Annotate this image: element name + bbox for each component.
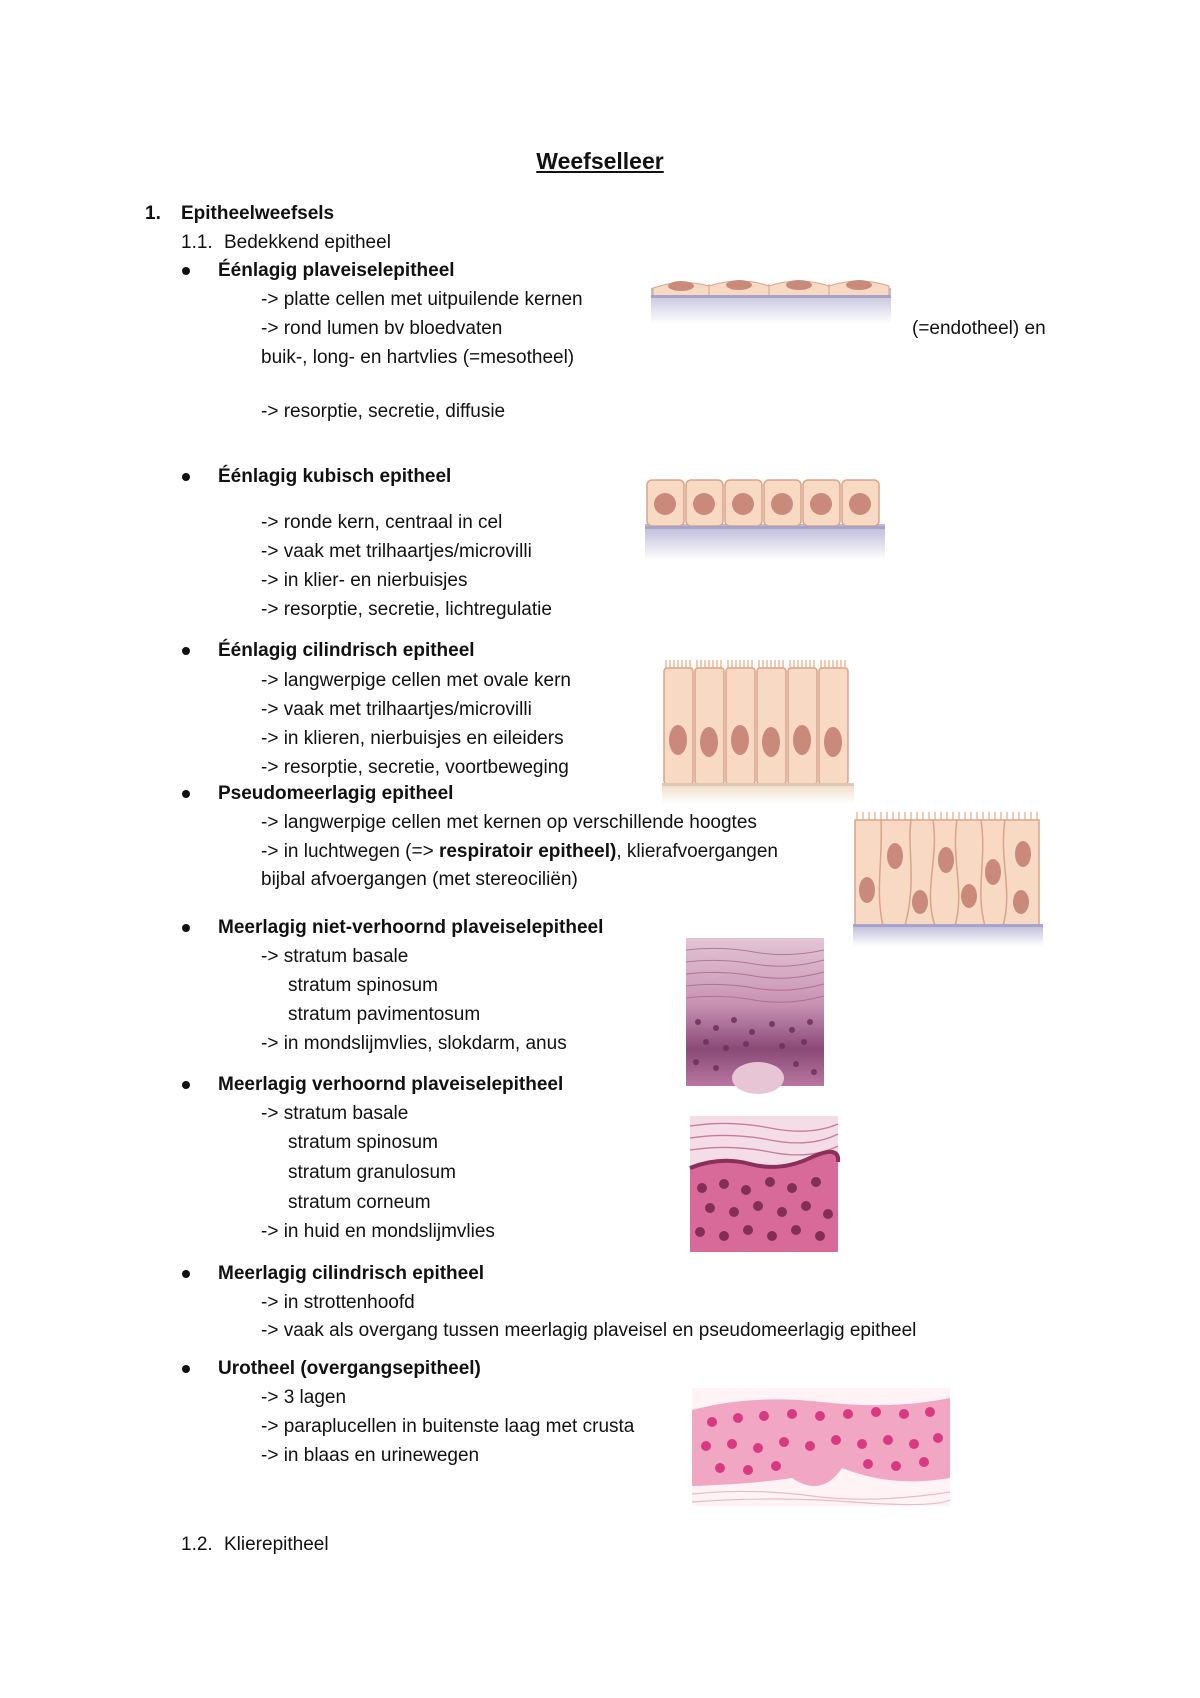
item-line: -> stratum basale bbox=[261, 946, 409, 967]
item-line: -> rond lumen bv bloedvaten bbox=[261, 318, 503, 339]
item-text: -> in luchtwegen (=> bbox=[261, 841, 439, 862]
item-line: -> in huid en mondslijmvlies bbox=[261, 1221, 495, 1242]
item-line: -> platte cellen met uitpuilende kernen bbox=[261, 289, 583, 310]
item-line: -> in klier- en nierbuisjes bbox=[261, 570, 468, 591]
page-title: Weefselleer bbox=[536, 148, 664, 174]
subsection-number: 1.2. bbox=[181, 1534, 213, 1555]
bullet bbox=[182, 1081, 190, 1089]
item-heading: Urotheel (overgangsepitheel) bbox=[218, 1358, 481, 1379]
item-heading: Meerlagig cilindrisch epitheel bbox=[218, 1263, 485, 1284]
item-line: -> vaak met trilhaartjes/microvilli bbox=[261, 541, 532, 562]
item-line: -> vaak als overgang tussen meerlagig pl… bbox=[261, 1320, 917, 1341]
item-line: bijbal afvoergangen (met stereociliën) bbox=[261, 869, 578, 890]
item-line: stratum spinosum bbox=[288, 1132, 438, 1153]
bullet bbox=[182, 647, 190, 655]
bullet bbox=[182, 1270, 190, 1278]
item-line: (=endotheel) en bbox=[912, 318, 1046, 339]
subsection-heading: Klierepitheel bbox=[224, 1534, 329, 1555]
item-line: stratum pavimentosum bbox=[288, 1004, 481, 1025]
item-line: -> 3 lagen bbox=[261, 1387, 347, 1408]
bullet bbox=[182, 267, 190, 275]
item-line: stratum corneum bbox=[288, 1192, 431, 1213]
item-line: -> in mondslijmvlies, slokdarm, anus bbox=[261, 1033, 567, 1054]
item-line: -> resorptie, secretie, diffusie bbox=[261, 401, 506, 422]
item-line: -> in klieren, nierbuisjes en eileiders bbox=[261, 728, 564, 749]
item-heading: Meerlagig verhoornd plaveiselepitheel bbox=[218, 1074, 564, 1095]
pseudostratified-illustration bbox=[853, 812, 1043, 946]
simple-squamous-illustration bbox=[651, 280, 891, 324]
stratified-keratinized-micrograph bbox=[689, 1116, 841, 1252]
item-line-composite: -> in luchtwegen (=> respiratoir epithee… bbox=[261, 840, 778, 864]
subsection-number: 1.1. bbox=[181, 232, 213, 253]
subsection-heading: Bedekkend epitheel bbox=[224, 232, 391, 253]
item-heading: Éénlagig cilindrisch epitheel bbox=[218, 640, 475, 661]
item-line: stratum granulosum bbox=[288, 1162, 456, 1183]
item-heading: Éénlagig kubisch epitheel bbox=[218, 466, 452, 487]
item-line: -> in blaas en urinewegen bbox=[261, 1445, 480, 1466]
item-line: -> langwerpige cellen met kernen op vers… bbox=[261, 812, 757, 833]
item-line: buik-, long- en hartvlies (=mesotheel) bbox=[261, 347, 575, 368]
simple-columnar-illustration bbox=[662, 660, 854, 804]
item-text-bold: respiratoir epitheel) bbox=[438, 841, 617, 862]
item-text: , klierafvoergangen bbox=[616, 841, 778, 862]
simple-cuboidal-illustration bbox=[645, 479, 885, 560]
item-line: -> vaak met trilhaartjes/microvilli bbox=[261, 699, 532, 720]
item-line: -> stratum basale bbox=[261, 1103, 409, 1124]
item-line: -> paraplucellen in buitenste laag met c… bbox=[261, 1416, 635, 1437]
section-heading: Epitheelweefsels bbox=[181, 203, 335, 224]
urothelium-micrograph bbox=[691, 1388, 951, 1506]
item-line: -> ronde kern, centraal in cel bbox=[261, 512, 503, 533]
bullet bbox=[182, 1365, 190, 1373]
item-heading: Éénlagig plaveiselepitheel bbox=[218, 260, 455, 281]
item-heading: Meerlagig niet-verhoornd plaveiselepithe… bbox=[218, 917, 604, 938]
bullet bbox=[182, 473, 190, 481]
item-line: -> resorptie, secretie, lichtregulatie bbox=[261, 599, 552, 620]
item-line: -> in strottenhoofd bbox=[261, 1292, 415, 1313]
section-number: 1. bbox=[145, 203, 161, 224]
item-heading: Pseudomeerlagig epitheel bbox=[218, 783, 454, 804]
item-line: -> langwerpige cellen met ovale kern bbox=[261, 670, 571, 691]
bullet bbox=[182, 924, 190, 932]
item-line: -> resorptie, secretie, voortbeweging bbox=[261, 757, 569, 778]
stratified-nonkeratinized-micrograph bbox=[685, 938, 825, 1094]
bullet bbox=[182, 790, 190, 798]
item-line: stratum spinosum bbox=[288, 975, 438, 996]
